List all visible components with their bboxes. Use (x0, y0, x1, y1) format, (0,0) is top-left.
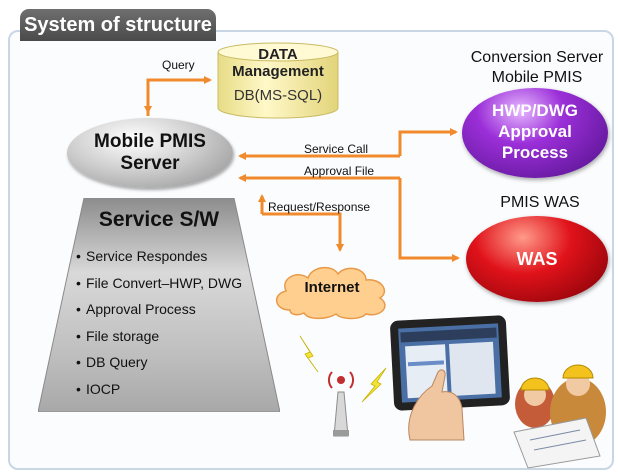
query-arrow (146, 76, 212, 116)
request-response-arrow (262, 212, 344, 252)
bullet-icon: • (76, 248, 81, 264)
database-label-line1: DATA (258, 46, 298, 63)
approval-file-label: Approval File (304, 164, 375, 178)
bullet-icon: • (76, 274, 81, 291)
service-item-label: IOCP (86, 380, 121, 397)
service-call-label: Service Call (304, 142, 369, 156)
conversion-ellipse-line2: Approval (498, 122, 572, 141)
request-response-label: Request/Response (268, 200, 371, 214)
database-label-line3: DB(MS-SQL) (233, 87, 323, 104)
antenna-icon (328, 371, 354, 437)
cloud-icon (276, 266, 386, 320)
internet-label: Internet (304, 279, 360, 296)
construction-workers-icon (513, 364, 606, 469)
service-list: • Service Respondes • File Convert–HWP, DW… (76, 243, 242, 402)
server-label-line1: Mobile PMIS (94, 131, 206, 152)
was-server: WAS (466, 216, 608, 302)
was-label: PMIS WAS (500, 194, 580, 211)
server-label-line2: Server (120, 153, 180, 174)
bullet-icon: • (76, 380, 81, 397)
service-call-arrow (398, 128, 458, 156)
conversion-server: HWP/DWG Approval Process (462, 88, 608, 178)
conversion-ellipse-line1: HWP/DWG (492, 101, 578, 120)
mobile-pmis-server: Mobile PMIS Server (67, 118, 233, 188)
conversion-ellipse-line3: Process (501, 143, 569, 162)
tablet-icon (390, 315, 510, 411)
database-label: DATA Management DB(MS-SQL) (216, 42, 340, 104)
service-item: • DB Query (76, 349, 242, 376)
bullet-icon: • (76, 301, 81, 317)
service-item-label: File Convert–HWP, DWG (86, 274, 243, 291)
service-item-label: Service Respondes (86, 248, 208, 264)
service-item-label: DB Query (86, 354, 148, 370)
service-pyramid (38, 198, 280, 412)
bullet-icon: • (76, 354, 81, 370)
conversion-server-label: Conversion Server Mobile PMIS (462, 48, 612, 88)
lightning-icon (361, 367, 387, 403)
database-label-line2: Management (232, 63, 324, 80)
service-item-label: File storage (86, 327, 160, 344)
bullet-icon: • (76, 327, 81, 344)
query-label: Query (162, 58, 195, 72)
service-item-label: Approval Process (86, 301, 196, 317)
conversion-label-line1: Conversion Server (470, 49, 604, 66)
conversion-label-line2: Mobile PMIS (491, 69, 583, 86)
diagram-title: System of structure (20, 9, 216, 41)
service-item: • Service Respondes (76, 243, 242, 270)
service-item: • Approval Process (76, 296, 242, 323)
service-item: • File storage (76, 323, 242, 350)
service-title: Service S/W (98, 208, 220, 231)
lightning-icon (299, 335, 319, 373)
database-icon (217, 42, 339, 119)
hand-icon (408, 369, 465, 441)
approval-file-arrow (398, 178, 460, 262)
service-item: • IOCP (76, 376, 242, 403)
service-item: • File Convert–HWP, DWG (76, 270, 242, 297)
